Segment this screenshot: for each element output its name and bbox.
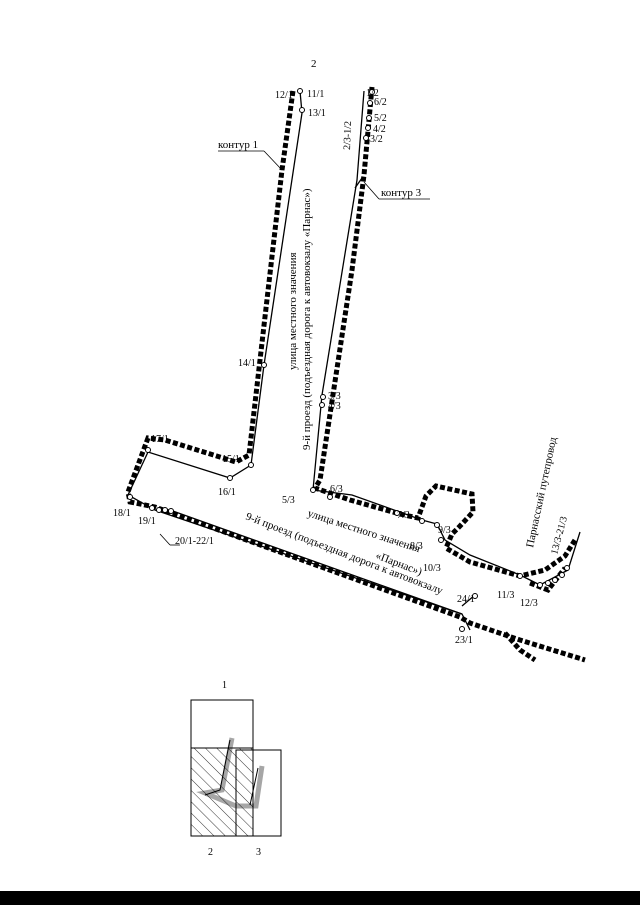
point-marker-14-1 <box>261 362 267 368</box>
key-route-sketch <box>196 737 265 809</box>
label-11-1: 11/1 <box>307 89 324 100</box>
point-marker-3-3 <box>320 394 326 400</box>
point-marker-10-3 <box>438 537 444 543</box>
point-marker-24-1 <box>472 593 478 599</box>
point-marker-14-3 <box>552 577 558 583</box>
point-marker-1-2 <box>369 89 375 95</box>
key-sheet-1-label: 1 <box>222 680 227 691</box>
point-marker-4-2 <box>365 125 371 131</box>
point-marker-5-3 <box>310 487 316 493</box>
label-5-3: 5/3 <box>282 495 295 506</box>
label-17-1: 17/1 <box>151 434 169 445</box>
label-11-3: 11/3 <box>497 590 514 601</box>
point-labels: 12/1 11/1 13/1 14/1 15/1 16/1 17/1 18/1 … <box>113 88 570 646</box>
contour-3-label: контур 3 <box>381 187 422 199</box>
key-sheet-3-label: 3 <box>256 847 261 858</box>
label-8-3: 8/3 <box>410 541 423 552</box>
label-1-2: 1/2 <box>366 88 379 99</box>
page-number: 2 <box>311 58 317 70</box>
key-sheet-3 <box>235 749 282 837</box>
key-sheet-1 <box>190 699 254 749</box>
point-marker-13-3 <box>545 580 551 586</box>
label-4-2: 4/2 <box>373 124 386 135</box>
point-marker-13-1 <box>299 107 305 113</box>
label-9-3: 9/3 <box>438 525 451 536</box>
label-14-1: 14/1 <box>238 358 256 369</box>
contour-callouts: контур 1 контур 3 <box>159 139 430 546</box>
street-names: улица местного значения 9-й проезд (подъ… <box>244 188 560 597</box>
contour-1-boundary <box>125 90 586 663</box>
point-marker-15-1 <box>248 462 254 468</box>
roadway-edge-dashes <box>503 631 537 663</box>
point-marker-8-3 <box>419 518 425 524</box>
label-20-22-1: 20/1-22/1 <box>175 536 214 547</box>
point-marker-6-2 <box>367 100 373 106</box>
label-23-1: 23/1 <box>455 635 473 646</box>
label-7-3: 7/3 <box>397 510 410 521</box>
label-18-1: 18/1 <box>113 508 131 519</box>
label-4-3: 4/3 <box>328 401 341 412</box>
label-2-3-1-2: 2/3-1/2 <box>342 121 354 150</box>
point-marker-9-3 <box>434 522 440 528</box>
label-24-1: 24/1 <box>457 594 475 605</box>
label-12-1: 12/1 <box>275 90 293 101</box>
key-sheet-2-label: 2 <box>208 847 213 858</box>
key-sheet-2 <box>190 747 254 837</box>
point-marker-21-1 <box>162 507 168 513</box>
label-6-2: 6/2 <box>374 97 387 108</box>
sheet-key-map: 1 2 3 <box>190 680 282 858</box>
label-12-3: 12/3 <box>520 598 538 609</box>
contour-1-label: контур 1 <box>218 139 258 151</box>
scan-edge-band <box>0 891 640 905</box>
point-marker-6-3 <box>327 494 333 500</box>
point-marker-11-1 <box>297 88 303 94</box>
label-16-1: 16/1 <box>218 487 236 498</box>
label-13-1: 13/1 <box>308 108 326 119</box>
point-marker-16-1 <box>227 475 233 481</box>
label-19-1: 19/1 <box>138 516 156 527</box>
point-marker-22-1 <box>168 508 174 514</box>
point-marker-17-1 <box>145 447 151 453</box>
label-15-1: 15/1 <box>222 454 240 465</box>
point-marker-15-3 <box>559 572 565 578</box>
label-3-3: 3/3 <box>328 391 341 402</box>
survey-points <box>127 88 570 632</box>
label-6-3: 6/3 <box>330 484 343 495</box>
point-marker-5-2 <box>366 115 372 121</box>
point-marker-23-1 <box>459 626 465 632</box>
label-3-2: 3/2 <box>370 134 383 145</box>
label-10-3: 10/3 <box>423 563 441 574</box>
point-marker-16-3 <box>564 565 570 571</box>
point-marker-7-3 <box>394 510 400 516</box>
street-passage-9-vertical: 9-й проезд (подъездная дорога к автовокз… <box>301 188 313 450</box>
point-marker-11-3 <box>517 573 523 579</box>
point-marker-12-3 <box>537 582 543 588</box>
point-marker-4-3 <box>319 402 325 408</box>
point-marker-18-1 <box>127 494 133 500</box>
street-local-vertical: улица местного значения <box>287 252 299 370</box>
label-5-2: 5/2 <box>374 113 387 124</box>
point-marker-20-1 <box>156 507 162 513</box>
point-marker-3-2 <box>363 135 369 141</box>
point-marker-19-1 <box>149 505 155 511</box>
